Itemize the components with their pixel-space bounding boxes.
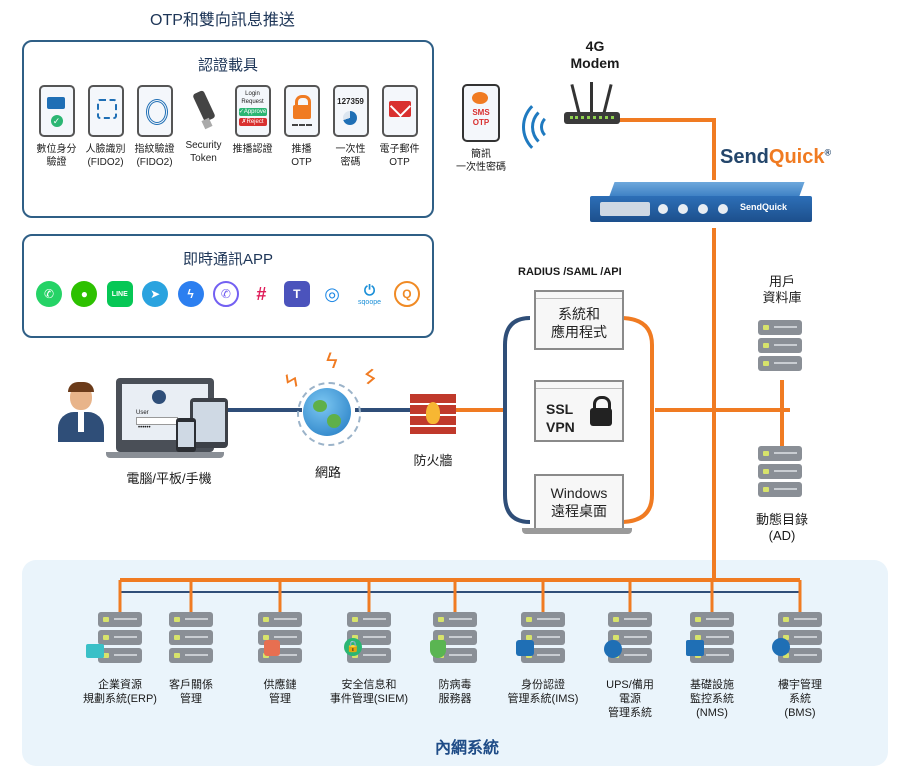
lock-icon (283, 85, 320, 137)
auth-item-security-token: Security Token (179, 85, 228, 169)
auth-item-email-otp: 電子郵件 OTP (375, 85, 424, 169)
lock-badge-icon: 🔒 (344, 638, 362, 656)
internet-label: 網路 (314, 465, 341, 480)
auth-item-digital-id: ✓ 數位身分 驗證 (32, 85, 81, 169)
sms-otp: SMS OTP 簡訊 一次性密碼 (446, 84, 516, 174)
windows-rdp-box: Windows 遠程桌面 (534, 474, 624, 532)
intranet-erp: 企業資源 規劃系統(ERP) (72, 612, 168, 706)
modem-link (588, 118, 716, 180)
intranet-ims: 身份認證 管理系統(IMS) (495, 612, 591, 706)
tablet-icon (190, 398, 228, 448)
user-db-label: 用戶 資料庫 (762, 274, 802, 305)
auth-items: ✓ 數位身分 驗證 人臉識別 (FIDO2) 指紋驗證 (FIDO2) Secu… (24, 75, 432, 169)
webex-icon: ◎ (319, 281, 346, 307)
teams-icon: T (283, 281, 310, 307)
whatsapp-icon: ✆ (36, 281, 62, 307)
viber-icon: ✆ (212, 281, 239, 307)
auth-item-fingerprint: 指紋驗證 (FIDO2) (130, 85, 179, 169)
messenger-icon: ϟ (177, 281, 204, 307)
fingerprint-icon (136, 85, 173, 137)
sqoope-icon: ⏻ sqoope (356, 281, 383, 306)
phone-icon (176, 418, 196, 452)
ad-label: 動態目錄 (AD) (755, 512, 808, 543)
padlock-icon (590, 396, 612, 428)
intranet-nms: 基礎設施 監控系統 (NMS) (664, 612, 760, 720)
intranet-antivirus: 防病毒 服務器 (407, 612, 503, 706)
sms-otp-label: 簡訊 一次性密碼 (456, 149, 506, 173)
supply-chain-icon (264, 640, 280, 656)
sms-phone-icon: SMS OTP (462, 84, 500, 142)
wireless-signal-icon (522, 96, 558, 158)
ssl-vpn-box: SSL VPN (534, 380, 624, 442)
user-avatar-icon (56, 382, 106, 442)
monitor-icon (86, 644, 104, 658)
auth-item-otp: 127359 一次性 密碼 (326, 85, 375, 169)
apps-box: 系統和 應用程式 (534, 290, 624, 350)
auth-panel-title: 認證載具 (197, 57, 258, 74)
router-icon (562, 82, 622, 128)
id-card-icon: ✓ (38, 85, 75, 137)
usb-token-icon (188, 85, 220, 133)
quick-icon: Q (393, 281, 420, 307)
intranet-systems: 企業資源 規劃系統(ERP) 客戶關係 管理 供應鏈 管理 安全信息和 事件管理… (0, 612, 904, 742)
im-panel: 即時通訊APP ✆ ● LINE ➤ ϟ ✆ # T ◎ ⏻ sqoope Q (22, 234, 434, 338)
im-app-list: ✆ ● LINE ➤ ϟ ✆ # T ◎ ⏻ sqoope Q (24, 269, 432, 307)
intranet-bms: 樓宇管理 系統 (BMS) (752, 612, 848, 720)
loop-navy (503, 316, 531, 524)
power-plug-icon (604, 640, 622, 658)
loop-orange (619, 316, 654, 524)
intranet-title: 內網系統 (434, 740, 499, 757)
globe-orbit (297, 382, 361, 446)
lightning-icons: ϟ ϟ ϟ (280, 348, 382, 395)
push-approve-icon: Login Request ✓Approve ✗Reject (234, 85, 271, 137)
wechat-icon: ● (71, 281, 98, 307)
user-db-server-icon (758, 320, 802, 374)
protocols-label: RADIUS /SAML /API (518, 266, 622, 278)
sendquick-logo: SendQuick® (720, 146, 832, 168)
monitoring-icon (686, 640, 704, 656)
email-icon (381, 85, 418, 137)
ad-server-icon (758, 446, 802, 500)
laptop-keyboard (106, 452, 224, 458)
auth-panel: 認證載具 ✓ 數位身分 驗證 人臉識別 (FIDO2) 指紋驗證 (FIDO2) (22, 40, 434, 218)
page-title: OTP和雙向訊息推送 (150, 12, 295, 29)
auth-item-push-approve: Login Request ✓Approve ✗Reject 推播認證 (228, 85, 277, 169)
building-icon (772, 638, 790, 656)
laptop-base (522, 528, 632, 534)
shield-icon (430, 640, 446, 658)
intranet-crm: 客戶關係 管理 (143, 612, 239, 706)
line-icon: LINE (106, 281, 133, 307)
slack-icon: # (248, 281, 275, 307)
identity-icon (516, 640, 534, 656)
im-panel-title: 即時通訊APP (182, 251, 273, 268)
intranet-siem: 安全信息和 事件管理(SIEM) (321, 612, 417, 706)
devices-label: 電腦/平板/手機 (126, 471, 212, 486)
modem-label: 4G Modem (570, 38, 620, 71)
face-scan-icon (87, 85, 124, 137)
sendquick-appliance: SendQuick (590, 182, 820, 226)
firewall-label: 防火牆 (413, 453, 453, 468)
intranet-scm: 供應鏈 管理 (232, 612, 328, 706)
telegram-icon: ➤ (142, 281, 169, 307)
auth-item-push-otp: 推播 OTP (277, 85, 326, 169)
otp-code-icon: 127359 (332, 85, 369, 137)
firewall-icon (410, 390, 456, 436)
auth-item-face-id: 人臉識別 (FIDO2) (81, 85, 130, 169)
